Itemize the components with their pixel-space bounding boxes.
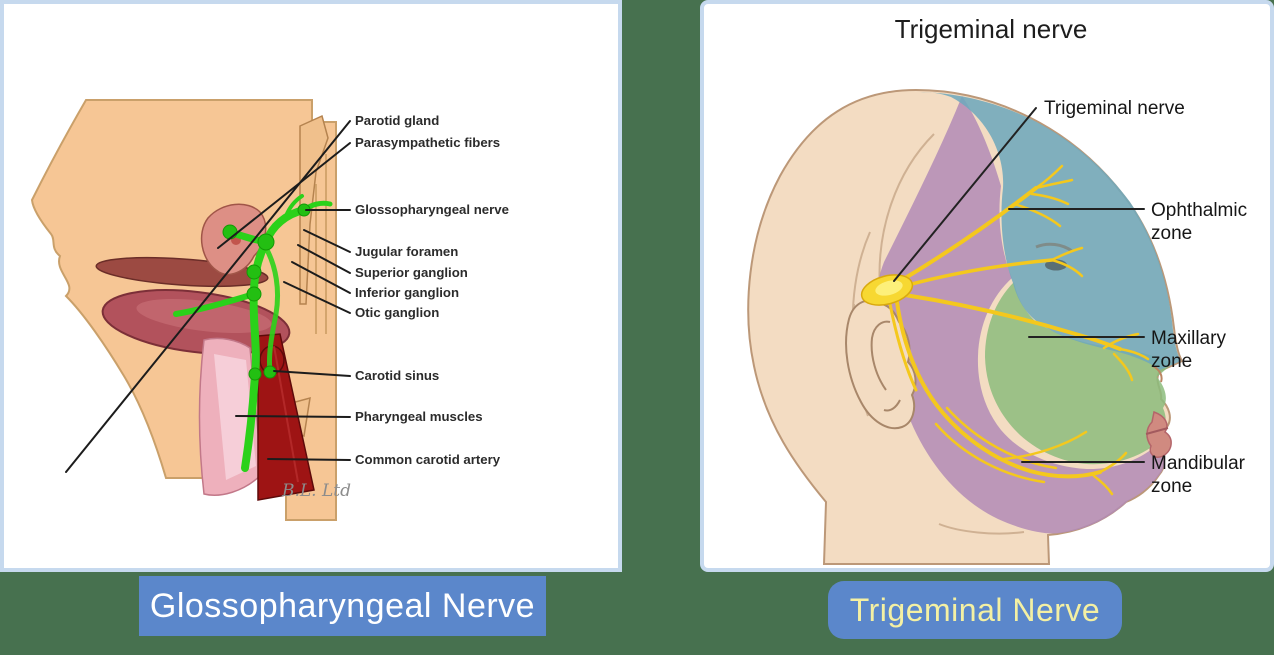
label-jugular-foramen: Jugular foramen bbox=[355, 244, 458, 259]
glossopharyngeal-diagram-panel: Parotid gland Parasympathetic fibers Glo… bbox=[0, 0, 622, 572]
label-otic-ganglion: Otic ganglion bbox=[355, 305, 439, 320]
label-superior-ganglion: Superior ganglion bbox=[355, 265, 468, 280]
mouth-muscles bbox=[95, 256, 291, 355]
maxillary-zone-shape bbox=[985, 282, 1173, 465]
label-mandibular-zone-word2: zone bbox=[1151, 476, 1192, 497]
trigeminal-diagram-panel: Trigeminal nerve Trigeminal nerve Ophtha… bbox=[700, 0, 1274, 572]
label-parotid-gland: Parotid gland bbox=[355, 113, 439, 128]
leader-lines bbox=[65, 120, 351, 473]
glossopharyngeal-diagram: Parotid gland Parasympathetic fibers Glo… bbox=[30, 99, 509, 521]
label-mandibular-zone: Mandibular bbox=[1151, 453, 1246, 474]
trigeminal-nerve-branches bbox=[888, 164, 1150, 496]
glossopharyngeal-caption: Glossopharyngeal Nerve bbox=[139, 576, 546, 636]
label-glossopharyngeal-nerve: Glossopharyngeal nerve bbox=[355, 202, 509, 217]
label-maxillary-zone-word2: zone bbox=[1151, 351, 1192, 372]
ophthalmic-zone-shape bbox=[920, 92, 1181, 370]
diagram-title: Trigeminal nerve bbox=[895, 14, 1088, 44]
face-features bbox=[1035, 242, 1172, 458]
trigeminal-diagram: Trigeminal nerve Trigeminal nerve Ophtha… bbox=[747, 14, 1247, 565]
label-carotid-sinus: Carotid sinus bbox=[355, 368, 439, 383]
trigeminal-ganglion bbox=[860, 274, 914, 306]
leader-lines bbox=[893, 107, 1145, 463]
anatomy-labels: Parotid gland Parasympathetic fibers Glo… bbox=[355, 113, 509, 467]
trigeminal-caption-text: Trigeminal Nerve bbox=[849, 591, 1101, 628]
nerve-ganglia-knots bbox=[222, 203, 311, 381]
label-common-carotid-artery: Common carotid artery bbox=[355, 452, 501, 467]
label-pharyngeal-muscles: Pharyngeal muscles bbox=[355, 409, 483, 424]
glossopharyngeal-caption-text: Glossopharyngeal Nerve bbox=[149, 586, 536, 625]
mandibular-zone-shape bbox=[877, 96, 1165, 534]
label-ophthalmic-zone-word2: zone bbox=[1151, 223, 1192, 244]
label-ophthalmic-zone: Ophthalmic bbox=[1151, 200, 1247, 221]
label-inferior-ganglion: Inferior ganglion bbox=[355, 285, 459, 300]
label-trigeminal-nerve: Trigeminal nerve bbox=[1044, 98, 1185, 119]
artist-signature: B.L. Ltd bbox=[281, 481, 351, 501]
trigeminal-caption: Trigeminal Nerve bbox=[828, 581, 1122, 639]
label-parasympathetic-fibers: Parasympathetic fibers bbox=[355, 135, 500, 150]
label-maxillary-zone: Maxillary bbox=[1151, 328, 1226, 349]
